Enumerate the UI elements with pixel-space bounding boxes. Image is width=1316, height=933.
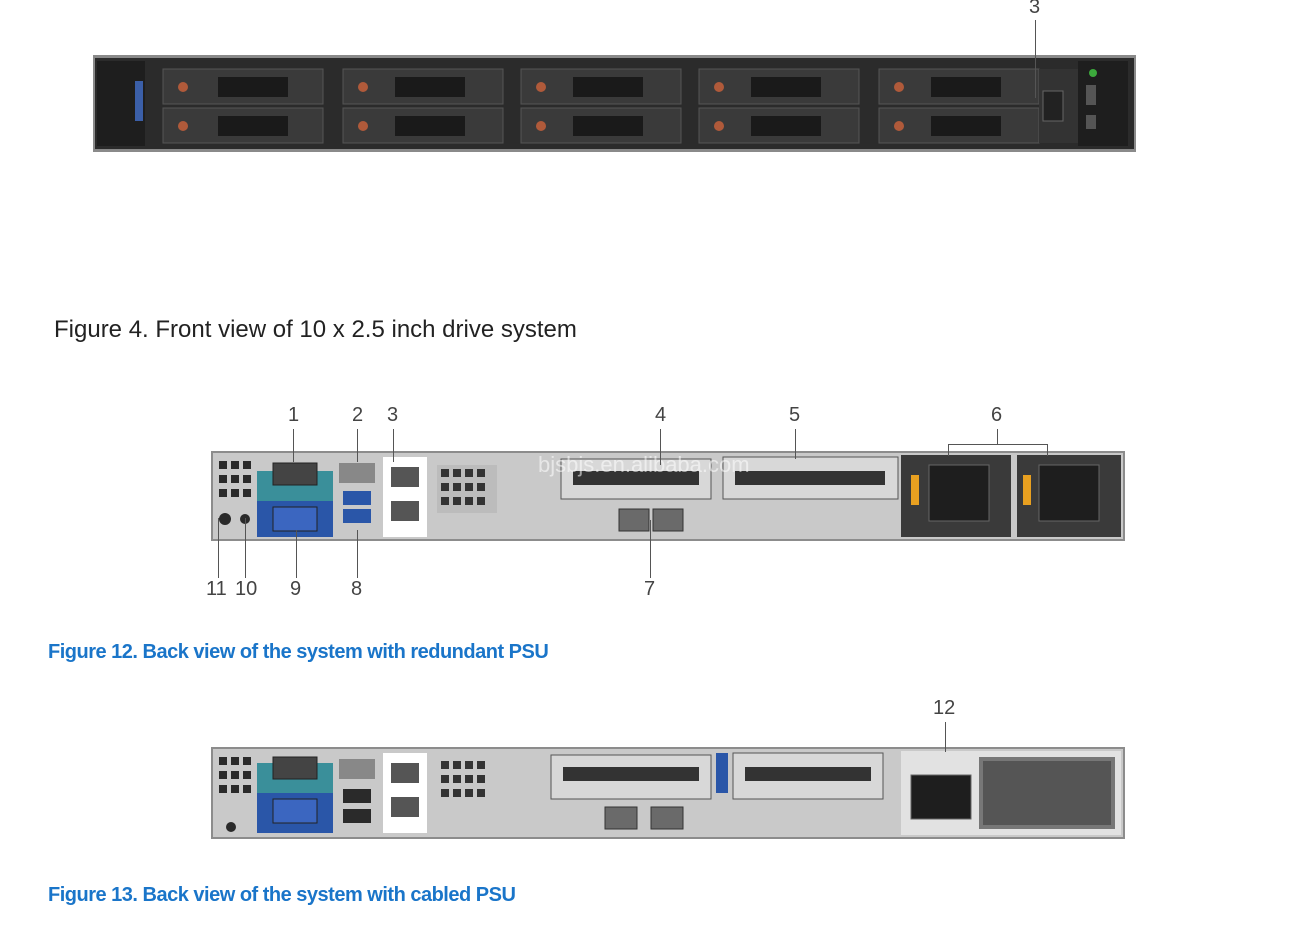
leader-6-left [948,444,949,456]
figure-4-caption: Figure 4. Front view of 10 x 2.5 inch dr… [54,316,577,343]
callout-1: 1 [288,404,300,426]
back-server-redundant-image [211,451,1125,541]
front-callout-3: 3 [1029,0,1041,18]
leader-4 [660,429,661,465]
front-leader-line-3 [1035,20,1036,98]
leader-6-right [1047,444,1048,456]
callout-6: 6 [991,404,1003,426]
callout-12: 12 [933,697,956,719]
callout-3: 3 [387,404,399,426]
leader-7 [650,520,651,578]
back-server-cabled-image [211,747,1125,839]
leader-3 [393,429,394,462]
leader-2 [357,429,358,462]
callout-2: 2 [352,404,364,426]
figure-13-caption: Figure 13. Back view of the system with … [48,884,516,906]
front-server-image [93,55,1136,152]
leader-1 [293,429,294,462]
leader-10 [245,518,246,578]
callout-11: 11 [206,578,227,600]
leader-11 [218,518,219,578]
callout-5: 5 [789,404,801,426]
callout-9: 9 [290,578,302,600]
figure-12-caption: Figure 12. Back view of the system with … [48,641,549,663]
callout-4: 4 [655,404,667,426]
leader-6-stem [997,429,998,444]
callout-8: 8 [351,578,363,600]
leader-8 [357,530,358,578]
callout-10: 10 [235,578,258,600]
leader-12 [945,722,946,752]
leader-6-bracket [948,444,1048,445]
callout-7: 7 [644,578,656,600]
leader-5 [795,429,796,459]
leader-9 [296,530,297,578]
watermark-text: bjsbjs.en.alibaba.com [538,452,750,477]
